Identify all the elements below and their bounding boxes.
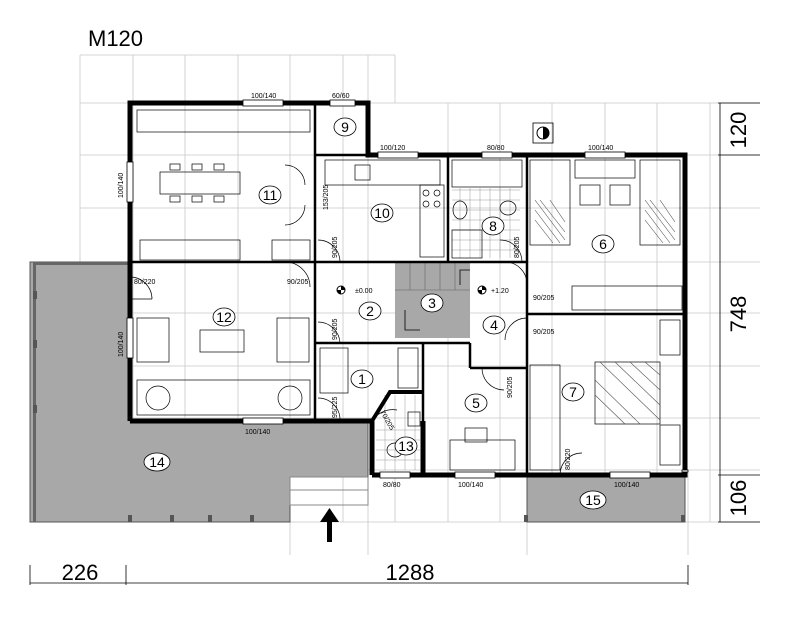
terrace-posts: [33, 291, 685, 522]
entry-arrow-icon: [320, 508, 339, 542]
opening-w-9: 60/60: [332, 93, 350, 100]
terrace-14: [29, 261, 369, 523]
opening-d-entry: 95/225: [332, 396, 339, 418]
dim-right-height: 748: [726, 296, 751, 333]
room-number-9: 9: [341, 119, 349, 135]
room-number-15: 15: [585, 492, 601, 508]
opening-w-top-11: 100/140: [251, 93, 276, 100]
furniture: [136, 109, 683, 471]
dim-top-right: 120: [726, 112, 751, 149]
windows: [126, 99, 689, 479]
opening-d-2: 90/205: [332, 318, 339, 340]
room-number-7: 7: [569, 384, 577, 400]
dimension-lines: [29, 102, 760, 585]
room-number-4: 4: [490, 317, 498, 333]
dim-bottom-right: 106: [726, 480, 751, 517]
opening-w-12-left: 100/140: [118, 332, 125, 357]
opening-d-12-right: 90/205: [287, 279, 309, 286]
room-number-8: 8: [489, 218, 497, 234]
opening-d-7-bottom: 80/220: [565, 448, 572, 470]
opening-w-15: 100/140: [614, 482, 639, 489]
opening-d-6: 90/205: [533, 295, 555, 302]
opening-w-12-bottom: 100/140: [245, 429, 270, 436]
compass-icon: [532, 122, 554, 144]
opening-d-5: 90/205: [507, 376, 514, 398]
level-markers: [336, 285, 487, 295]
entry-steps: [289, 476, 369, 506]
room-number-14: 14: [149, 454, 165, 470]
room-number-13: 13: [398, 438, 414, 454]
plan-title: M120: [88, 26, 143, 51]
level-label-room-4: +1.20: [491, 288, 509, 295]
opening-w-11-left: 100/140: [118, 173, 125, 198]
opening-d-13: 70/205: [378, 410, 395, 432]
room-number-1: 1: [358, 371, 366, 387]
doors: [129, 164, 583, 476]
opening-d-7: 90/205: [533, 329, 555, 336]
opening-w-6: 100/140: [588, 145, 613, 152]
room-number-12: 12: [216, 309, 232, 325]
opening-w-5-bottom: 100/140: [458, 482, 483, 489]
room-number-6: 6: [599, 236, 607, 252]
opening-w-10: 100/120: [380, 145, 405, 152]
opening-d-10: 90/205: [332, 236, 339, 258]
opening-w-13-bottom: 80/80: [383, 482, 401, 489]
room-numbers: 1 2 3 4 5 6 7 8 9 10 11 12 13 14 15: [149, 119, 607, 508]
room-number-3: 3: [428, 295, 436, 311]
opening-d-12-left: 80/220: [134, 279, 156, 286]
room-number-2: 2: [366, 303, 374, 319]
room-number-10: 10: [374, 205, 390, 221]
opening-d-11-10: 153/205: [323, 185, 330, 210]
level-label-room-2: ±0.00: [355, 288, 373, 295]
bed-hatch: [534, 199, 676, 425]
dim-main-width: 1288: [386, 560, 435, 585]
room-number-11: 11: [263, 187, 278, 203]
opening-d-8: 80/205: [514, 236, 521, 258]
room-markers: [143, 117, 615, 510]
opening-w-8: 80/80: [487, 145, 505, 152]
room-number-5: 5: [472, 395, 480, 411]
dim-left-width: 226: [62, 560, 99, 585]
